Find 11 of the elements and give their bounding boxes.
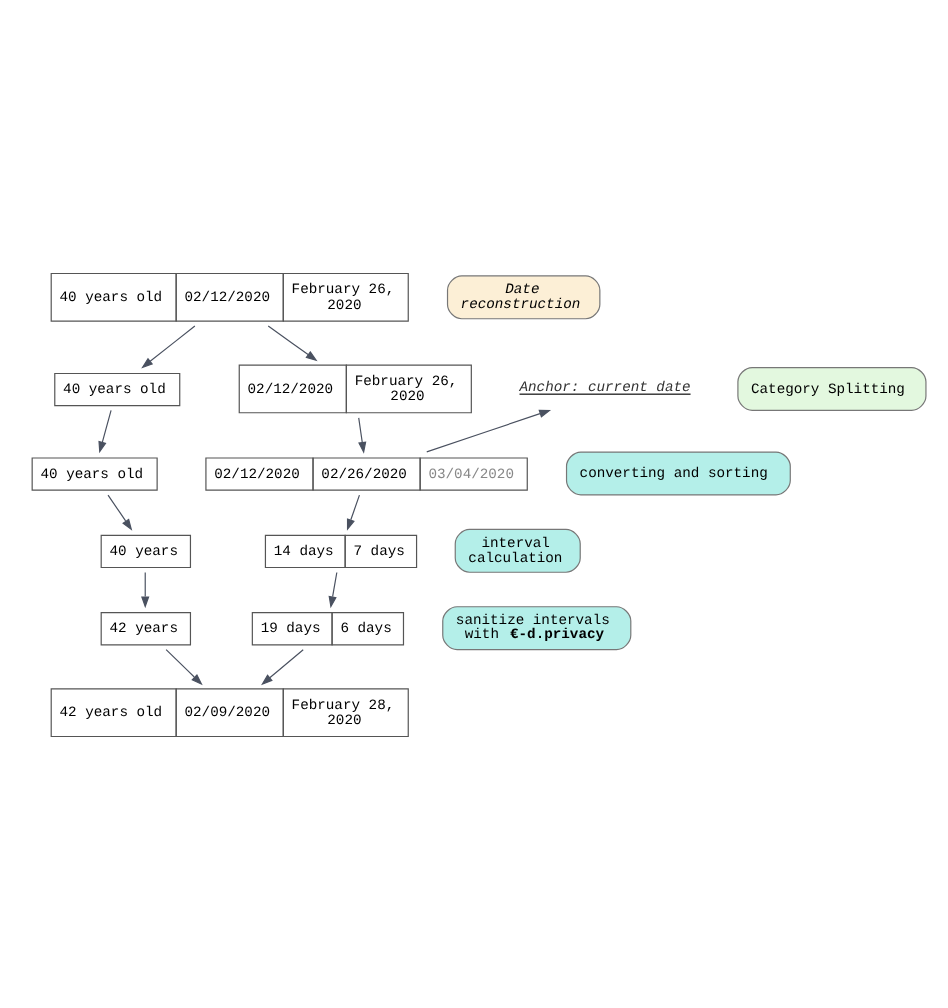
arrow [107, 493, 133, 530]
arrow [165, 648, 203, 685]
arrow [358, 416, 367, 453]
arrow [267, 324, 318, 361]
arrow [261, 648, 304, 685]
arrow [98, 408, 112, 453]
arrow [141, 324, 196, 368]
arrow [328, 570, 338, 608]
arrow [346, 493, 361, 530]
arrow [141, 570, 150, 608]
arrow [426, 408, 552, 452]
